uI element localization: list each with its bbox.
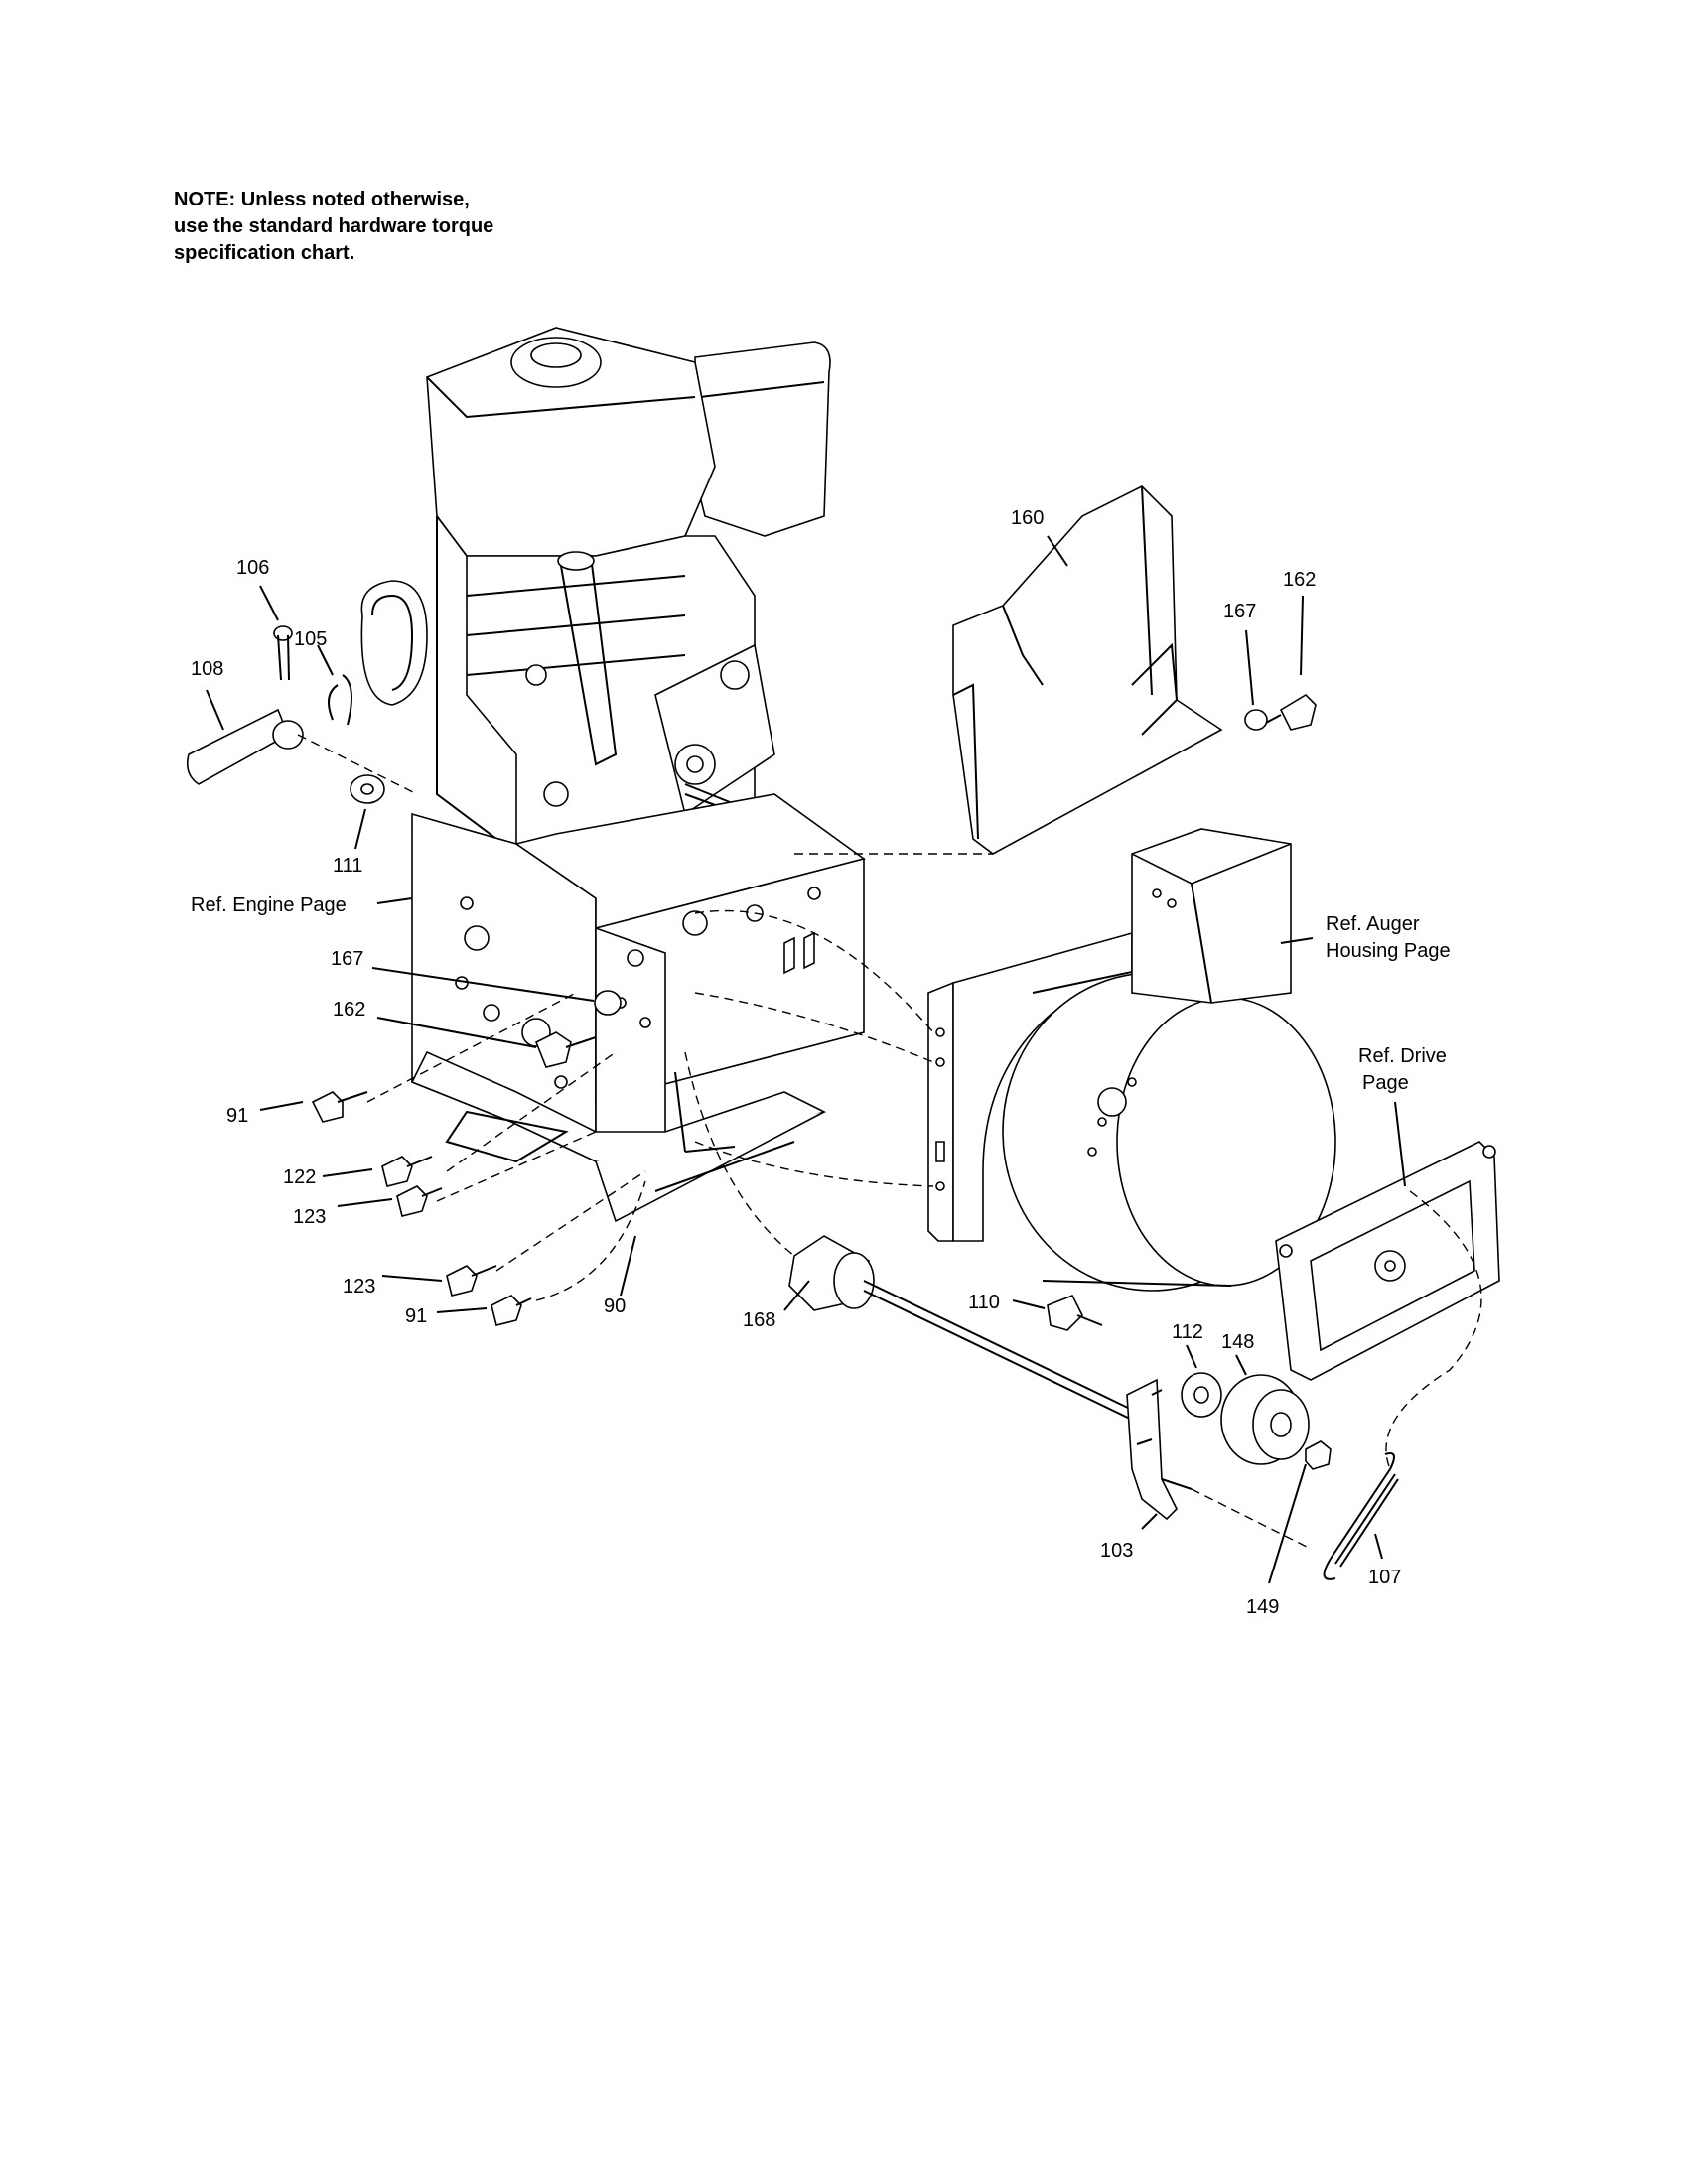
callout-123-upper: 123 xyxy=(293,1206,326,1228)
auger-housing-illustration xyxy=(927,828,1336,1292)
frame-illustration xyxy=(410,793,866,1223)
callout-111: 111 xyxy=(333,855,362,877)
note-line-2: use the standard hardware torque xyxy=(174,215,494,237)
callout-103: 103 xyxy=(1100,1540,1133,1562)
ref-drive-line-2: Page xyxy=(1362,1072,1409,1094)
ref-auger-line-2: Housing Page xyxy=(1326,940,1451,962)
callout-91-upper: 91 xyxy=(226,1105,248,1127)
callout-107: 107 xyxy=(1368,1567,1401,1588)
ref-auger-line-1: Ref. Auger xyxy=(1326,913,1420,935)
callout-122: 122 xyxy=(283,1166,316,1188)
hardware-torque-note: NOTE: Unless noted otherwise, use the st… xyxy=(174,187,611,267)
callout-112: 112 xyxy=(1172,1321,1203,1343)
callout-108: 108 xyxy=(191,658,223,680)
callout-90: 90 xyxy=(604,1296,626,1317)
engine-illustration xyxy=(360,327,831,875)
callout-167-top: 167 xyxy=(1223,601,1256,622)
callout-148: 148 xyxy=(1221,1331,1254,1353)
ref-drive-line-1: Ref. Drive xyxy=(1358,1045,1447,1067)
hardware-parts xyxy=(186,625,1399,1580)
callout-106: 106 xyxy=(236,557,269,579)
callout-162: 162 xyxy=(333,999,365,1021)
callout-168: 168 xyxy=(743,1309,775,1331)
drive-bracket-illustration xyxy=(1275,1141,1500,1381)
ref-engine-page: Ref. Engine Page xyxy=(191,894,347,916)
belt-cover-illustration xyxy=(952,485,1223,855)
callout-162-top: 162 xyxy=(1283,569,1316,591)
callout-91-lower: 91 xyxy=(405,1305,427,1327)
leader-lines xyxy=(206,535,1406,1584)
note-line-3: specification chart. xyxy=(174,242,355,264)
callout-160: 160 xyxy=(1011,507,1044,529)
callout-149: 149 xyxy=(1246,1596,1279,1618)
assembly-dashed-lines xyxy=(297,734,1482,1550)
callout-123-lower: 123 xyxy=(343,1276,375,1297)
note-line-1: NOTE: Unless noted otherwise, xyxy=(174,189,470,210)
callout-167: 167 xyxy=(331,948,363,970)
callout-105: 105 xyxy=(294,628,327,650)
callout-110: 110 xyxy=(968,1292,1000,1313)
callout-labels: 106 105 108 111 160 167 162 167 162 91 1… xyxy=(191,507,1451,1618)
